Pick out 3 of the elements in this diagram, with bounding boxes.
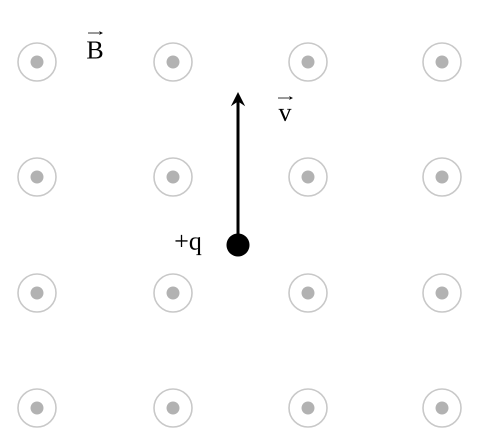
vector-label: B bbox=[87, 30, 103, 59]
charge-label: +q bbox=[175, 234, 202, 256]
vector-label: v bbox=[278, 96, 293, 122]
